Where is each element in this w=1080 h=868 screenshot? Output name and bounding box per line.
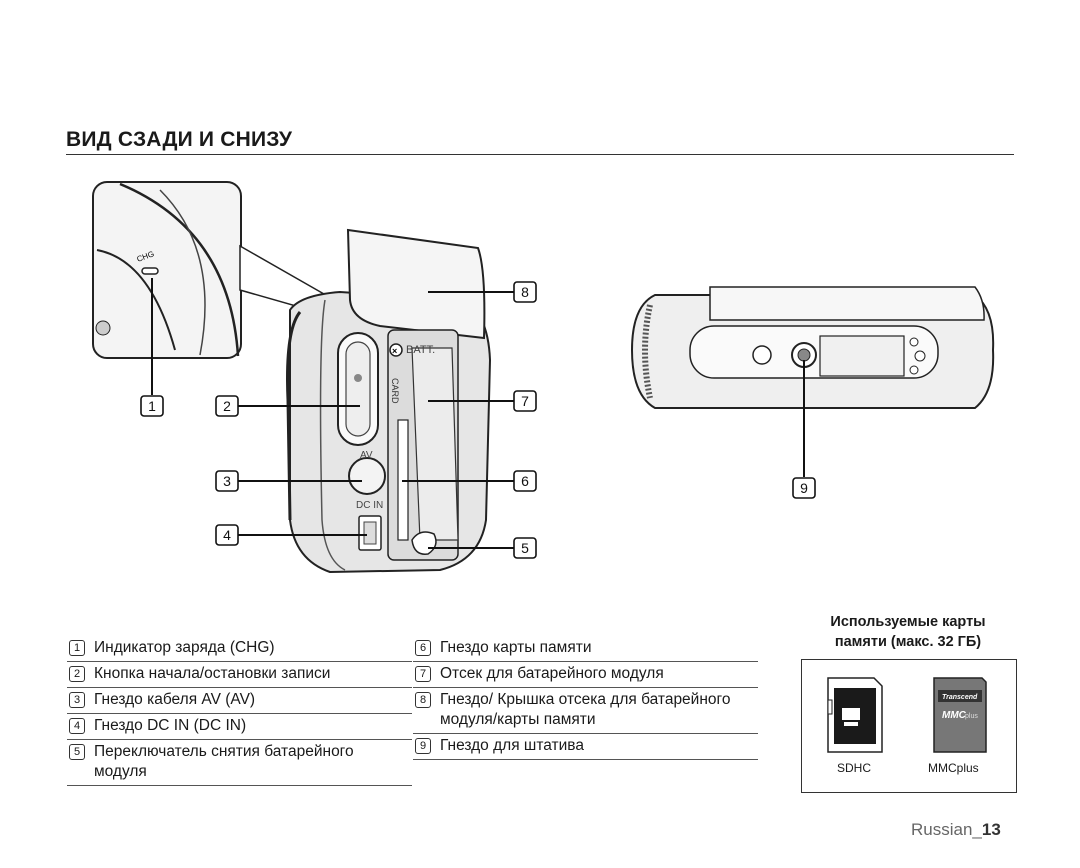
- callout-boxes: [140, 281, 816, 559]
- legend-text: Гнездо DC IN (DC IN): [94, 717, 247, 734]
- callout-3: 3: [223, 473, 231, 489]
- legend-num: 8: [415, 692, 431, 708]
- dcin-label: DC IN: [356, 500, 383, 511]
- legend-num: 7: [415, 666, 431, 682]
- legend-num: 6: [415, 640, 431, 656]
- footer-language: Russian_: [911, 820, 982, 839]
- legend-row: 5 Переключатель снятия батарейного модул…: [67, 740, 412, 786]
- title-divider: [66, 154, 1014, 155]
- callout-4: 4: [223, 527, 231, 543]
- chg-inset: CHG: [92, 181, 242, 359]
- screw-icon: ×: [392, 346, 397, 356]
- legend-row: 2 Кнопка начала/остановки записи: [67, 662, 412, 688]
- legend-row: 6 Гнездо карты памяти: [413, 636, 758, 662]
- callout-lines: [151, 278, 805, 549]
- legend-text: Гнездо кабеля AV (AV): [94, 691, 256, 708]
- mmcplus-label: MMCplus: [928, 761, 979, 775]
- callout-5: 5: [521, 540, 529, 556]
- legend-num: 5: [69, 744, 85, 760]
- legend-row: 7 Отсек для батарейного модуля: [413, 662, 758, 688]
- camcorder-bottom: [630, 286, 995, 409]
- transcend-text: Transcend: [942, 694, 978, 701]
- legend-text: Гнездо карты памяти: [440, 639, 592, 656]
- page-number: 13: [981, 820, 1001, 839]
- legend-num: 2: [69, 666, 85, 682]
- callout-9: 9: [800, 480, 808, 496]
- legend-row: 9 Гнездо для штатива: [413, 734, 758, 760]
- callout-8: 8: [521, 284, 529, 300]
- sdhc-label: SDHC: [837, 761, 872, 775]
- callout-1: 1: [148, 398, 156, 414]
- legend-text: Индикатор заряда (CHG): [94, 639, 275, 656]
- sdhc-card-icon: [827, 677, 883, 753]
- legend-num: 9: [415, 738, 431, 754]
- cards-title-line2: памяти (макс. 32 ГБ): [834, 634, 982, 650]
- legend-row: 1 Индикатор заряда (CHG): [67, 636, 412, 662]
- legend-text: Гнездо/ Крышка отсека для батарейного мо…: [440, 691, 731, 728]
- legend-text: Кнопка начала/остановки записи: [94, 665, 331, 682]
- legend-right: 6 Гнездо карты памяти 7 Отсек для батаре…: [413, 636, 758, 760]
- legend-num: 4: [69, 718, 85, 734]
- legend-row: 8 Гнездо/ Крышка отсека для батарейного …: [413, 688, 758, 734]
- legend-left: 1 Индикатор заряда (CHG) 2 Кнопка начала…: [67, 636, 412, 786]
- cards-illustration: Transcend MMC plus: [827, 677, 987, 753]
- plus-text: plus: [965, 713, 978, 720]
- mmc-logo-text: MMC: [942, 710, 967, 721]
- callout-2: 2: [223, 398, 231, 414]
- page-footer: Russian_13: [911, 820, 1001, 840]
- legend-text: Гнездо для штатива: [440, 737, 584, 754]
- callout-numbers: 1 2 3 4 5 6 7 8 9: [148, 284, 808, 556]
- mmcplus-card-icon: Transcend MMC plus: [933, 677, 987, 753]
- legend-num: 1: [69, 640, 85, 656]
- av-label: AV: [360, 450, 373, 461]
- legend-num: 3: [69, 692, 85, 708]
- camcorder-rear: AV DC IN CARD × BATT.: [286, 228, 492, 574]
- legend-row: 4 Гнездо DC IN (DC IN): [67, 714, 412, 740]
- cards-box: Transcend MMC plus SDHC MMCplus: [801, 659, 1017, 793]
- cards-title-line1: Используемые карты: [830, 614, 986, 630]
- batt-label: BATT.: [406, 344, 435, 356]
- legend-text: Отсек для батарейного модуля: [440, 665, 664, 682]
- cards-title: Используемые карты памяти (макс. 32 ГБ): [800, 612, 1016, 652]
- legend-text: Переключатель снятия батарейного модуля: [94, 743, 354, 780]
- card-label: CARD: [390, 378, 400, 404]
- callout-7: 7: [521, 393, 529, 409]
- page-title: ВИД СЗАДИ И СНИЗУ: [66, 128, 293, 151]
- legend-row: 3 Гнездо кабеля AV (AV): [67, 688, 412, 714]
- callout-6: 6: [521, 473, 529, 489]
